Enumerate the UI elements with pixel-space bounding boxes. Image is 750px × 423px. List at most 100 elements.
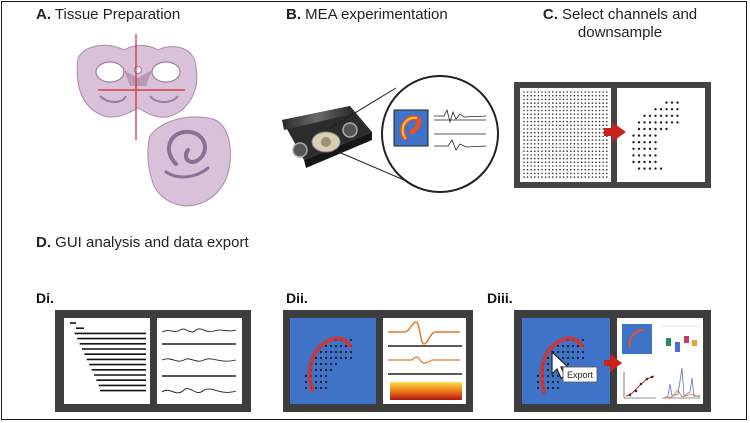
electrode-dot [580, 124, 583, 127]
electrode-dot [584, 165, 586, 167]
electrode-dot [559, 94, 561, 97]
subpanel-diii-label: Diii. [487, 290, 513, 306]
overlay-electrode-dot [349, 350, 353, 354]
electrode-dot [544, 150, 547, 152]
electrode-dot [570, 150, 572, 152]
electrode-dot [530, 154, 532, 156]
electrode-dot [537, 91, 540, 93]
electrode-dot [526, 102, 529, 104]
electrode-dot [548, 102, 550, 104]
selected-electrode-dot [643, 154, 646, 157]
electrode-dot [541, 124, 543, 127]
selected-electrode-dot [637, 147, 641, 150]
electrode-dot [577, 146, 579, 149]
electrode-dot [530, 124, 532, 127]
electrode-dot [598, 109, 601, 112]
electrode-dot [541, 113, 543, 115]
electrode-dot [548, 135, 550, 138]
electrode-dot [552, 102, 554, 104]
selected-electrode-dot [654, 127, 657, 131]
electrode-dot [552, 91, 554, 93]
electrode-dot [584, 106, 586, 108]
electrode-dot [602, 139, 604, 141]
electrode-dot [591, 128, 594, 130]
overlay-electrode-dot [556, 344, 560, 348]
electrode-dot [591, 113, 594, 115]
electrode-dot [523, 102, 525, 104]
electrode-dot [580, 109, 583, 112]
crosshair-icon [98, 34, 185, 140]
electrode-dot [523, 124, 525, 127]
panel-c-title: C. Select channels and downsample [542, 6, 698, 41]
electrode-dot [584, 150, 586, 152]
electrode-dot [602, 117, 604, 119]
electrode-dot [598, 154, 601, 156]
electrode-dot [577, 109, 579, 112]
overlay-electrode-dot [314, 368, 318, 372]
electrode-dot [537, 120, 540, 123]
electrode-dot [573, 102, 576, 104]
selected-electrode-dot [654, 160, 657, 164]
electrode-dot [530, 106, 532, 108]
overlay-electrode-dot [576, 350, 580, 354]
electrode-dot [595, 106, 597, 108]
electrode-dot [555, 120, 558, 123]
overlay-electrode-dot [324, 368, 328, 372]
gui-di-window [55, 310, 251, 412]
electrode-dot [573, 176, 576, 178]
electrode-dot [559, 131, 561, 134]
electrode-dot [591, 139, 594, 141]
overlay-electrode-dot [334, 362, 338, 366]
electrode-dot [555, 117, 558, 119]
electrode-dot [555, 128, 558, 130]
electrode-dot [548, 161, 550, 164]
electrode-dot [595, 135, 597, 138]
electrode-dot [591, 109, 594, 112]
electrode-dot [580, 139, 583, 141]
electrode-dot [595, 131, 597, 134]
electrode-dot [588, 124, 590, 127]
electrode-dot [588, 150, 590, 152]
electrode-dot [606, 143, 608, 145]
brain-coronal-section [76, 44, 198, 118]
selected-electrode-dot [659, 108, 663, 111]
electrode-dot [523, 128, 525, 130]
electrode-dot [588, 135, 590, 138]
electrode-dot [577, 94, 579, 97]
electrode-dot [562, 154, 565, 156]
electrode-dot [566, 176, 568, 178]
electrode-dot [577, 113, 579, 115]
overlay-electrode-dot [551, 374, 555, 378]
electrode-dot [555, 131, 558, 134]
selected-electrode-dot [654, 154, 657, 157]
electrode-dot [537, 94, 540, 97]
electrode-dot [570, 157, 572, 160]
overlay-electrode-dot [566, 362, 570, 366]
electrode-dot [530, 102, 532, 104]
electrode-dot [537, 102, 540, 104]
electrode-dot [573, 109, 576, 112]
selected-electrode-dot [637, 127, 641, 131]
electrode-dot [548, 91, 550, 93]
trace-plot [161, 328, 237, 394]
electrode-dot [573, 94, 576, 97]
electrode-dot [552, 117, 554, 119]
electrode-dot [577, 157, 579, 160]
electrode-dot [606, 150, 608, 152]
electrode-dot [598, 157, 601, 160]
electrode-dot [584, 113, 586, 115]
electrode-dot [555, 91, 558, 93]
electrode-dot [573, 168, 576, 171]
overlay-electrode-dot [339, 350, 343, 354]
electrode-dot [530, 113, 532, 115]
electrode-dot [537, 128, 540, 130]
electrode-dot [573, 150, 576, 152]
selected-electrode-dot [648, 160, 652, 164]
electrode-dot [523, 172, 525, 175]
electrode-dot [541, 157, 543, 160]
mea-chip [282, 106, 372, 168]
electrode-dot [537, 139, 540, 141]
electrode-dot [577, 172, 579, 175]
electrode-dot [573, 143, 576, 145]
electrode-dot [530, 161, 532, 164]
